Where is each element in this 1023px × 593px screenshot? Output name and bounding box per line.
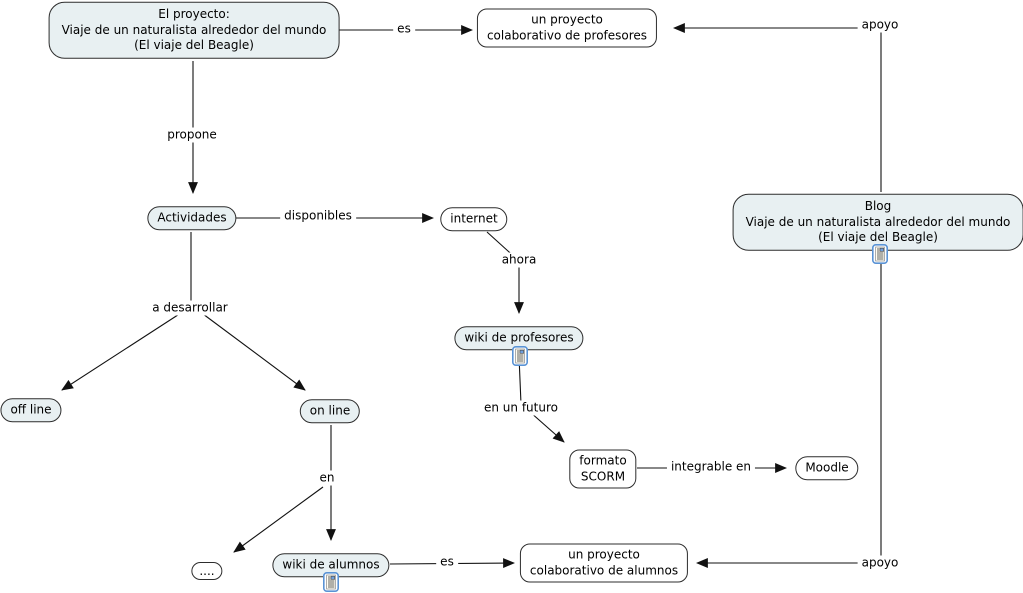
linking-phrase-en[interactable]: en — [315, 470, 339, 486]
concept-node-actividades[interactable]: Actividades — [147, 206, 237, 230]
concept-text: .... — [199, 564, 215, 578]
concept-text: un proyecto — [568, 547, 640, 562]
concept-text: off line — [10, 402, 52, 417]
concept-node-dots[interactable]: .... — [191, 562, 223, 580]
concept-node-proyecto-colaborativo-alumnos[interactable]: un proyecto colaborativo de alumnos — [519, 543, 689, 583]
linking-phrase-ahora[interactable]: ahora — [497, 252, 541, 268]
concept-text: on line — [309, 403, 351, 418]
edge-ahora — [486, 231, 524, 314]
linking-phrase-a-desarrollar[interactable]: a desarrollar — [148, 300, 232, 316]
document-resource-icon[interactable] — [512, 346, 528, 366]
concept-node-internet[interactable]: internet — [440, 207, 508, 231]
concept-node-blog[interactable]: Blog Viaje de un naturalista alrededor d… — [732, 193, 1023, 251]
edge-apoyo-top — [673, 23, 882, 192]
edge-apoyo-bottom — [696, 263, 882, 568]
linking-phrase-propone[interactable]: propone — [163, 127, 221, 143]
linking-phrase-apoyo-bottom[interactable]: apoyo — [857, 555, 903, 571]
concept-text: El proyecto: — [158, 6, 230, 21]
concept-text: Viaje de un naturalista alrededor del mu… — [61, 22, 327, 37]
linking-phrase-en-un-futuro[interactable]: en un futuro — [480, 400, 562, 416]
edge-en-un-futuro — [518, 355, 565, 443]
concept-text: Actividades — [157, 210, 227, 225]
concept-text: wiki de profesores — [464, 330, 574, 345]
concept-node-proyecto-colaborativo-profesores[interactable]: un proyecto colaborativo de profesores — [476, 8, 658, 48]
concept-node-wiki-profesores[interactable]: wiki de profesores — [454, 326, 584, 350]
concept-node-proyecto[interactable]: El proyecto: Viaje de un naturalista alr… — [48, 1, 340, 59]
edge-a-desarrollar-online — [198, 310, 306, 391]
concept-node-on-line[interactable]: on line — [299, 399, 361, 423]
concept-text: Viaje de un naturalista alrededor del mu… — [745, 214, 1011, 229]
concept-node-off-line[interactable]: off line — [0, 398, 62, 422]
concept-text: internet — [450, 211, 498, 226]
concept-node-formato-scorm[interactable]: formato SCORM — [569, 449, 637, 489]
linking-phrase-disponibles[interactable]: disponibles — [280, 208, 356, 224]
linking-phrase-integrable-en[interactable]: integrable en — [666, 459, 756, 475]
concept-node-wiki-alumnos[interactable]: wiki de alumnos — [272, 553, 390, 577]
document-resource-icon[interactable] — [323, 572, 339, 592]
concept-text: colaborativo de profesores — [486, 28, 648, 42]
concept-text: (El viaje del Beagle) — [818, 229, 938, 244]
concept-text: colaborativo de alumnos — [529, 563, 679, 577]
linking-phrase-es-bottom[interactable]: es — [436, 554, 458, 570]
concept-text: wiki de alumnos — [282, 557, 380, 572]
concept-node-moodle[interactable]: Moodle — [795, 456, 859, 480]
concept-text: (El viaje del Beagle) — [134, 37, 254, 52]
document-resource-icon[interactable] — [872, 244, 888, 264]
edge-en-dots — [233, 486, 324, 553]
concept-text: Blog — [864, 198, 892, 213]
edge-a-desarrollar-offline — [61, 310, 185, 391]
concept-text: Moodle — [805, 460, 849, 475]
concept-text: formato — [579, 453, 627, 468]
linking-phrase-es-top[interactable]: es — [393, 21, 415, 37]
linking-phrase-apoyo-top[interactable]: apoyo — [857, 17, 903, 33]
concept-text: un proyecto — [531, 12, 603, 27]
concept-text: SCORM — [580, 469, 626, 483]
